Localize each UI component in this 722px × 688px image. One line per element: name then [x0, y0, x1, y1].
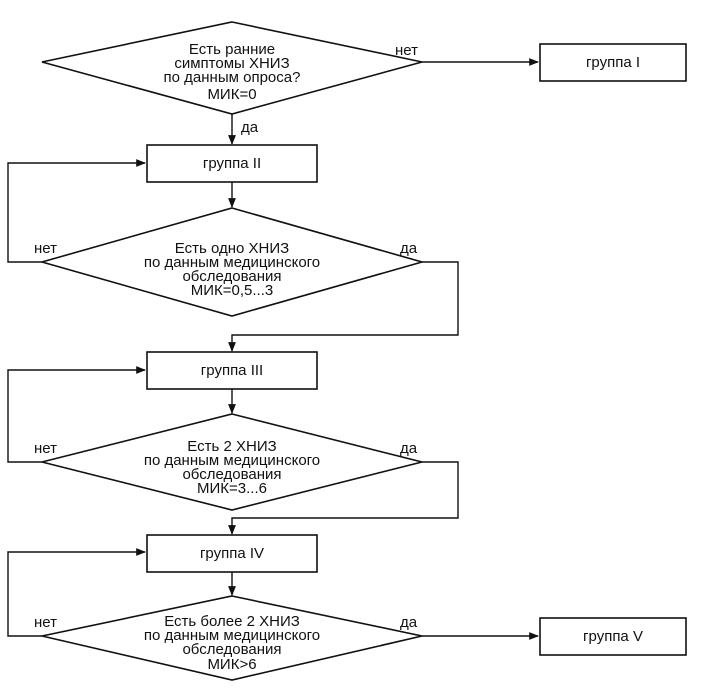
decision-2-line-2: по данным медицинского	[144, 254, 320, 271]
group-3-label: группа III	[201, 362, 263, 379]
arrow-to-group-4	[228, 461, 459, 535]
decision-4-line-2: по данным медицинского	[144, 627, 320, 644]
arrow-to-group-3	[228, 261, 459, 352]
group-5-box	[539, 617, 687, 656]
decision-more-than-two-ncd	[41, 595, 423, 681]
decision-4-yes-label: да	[400, 614, 418, 631]
decision-4-line-4: МИК>6	[207, 656, 256, 673]
decision-2-line-4: МИК=0,5...3	[191, 282, 273, 299]
decision-1-line-1: Есть ранние	[189, 41, 275, 58]
decision-1-line-4: МИК=0	[207, 86, 256, 103]
loop-back-to-group-3	[7, 366, 146, 463]
decision-3-line-2: по данным медицинского	[144, 452, 320, 469]
decision-4-line-3: обследования	[182, 641, 281, 658]
group-1-label: группа I	[586, 54, 640, 71]
group-3-box	[146, 351, 318, 390]
decision-3-line-3: обследования	[182, 466, 281, 483]
decision-4-line-1: Есть более 2 ХНИЗ	[164, 613, 300, 630]
group-4-label: группа IV	[200, 545, 264, 562]
decision-2-yes-label: да	[400, 240, 418, 257]
decision-3-line-1: Есть 2 ХНИЗ	[187, 438, 276, 455]
decision-1-line-2: симптомы ХНИЗ	[174, 55, 289, 72]
decision-4-no-label: нет	[34, 614, 57, 631]
group-5-label: группа V	[583, 628, 643, 645]
decision-1-yes-label: да	[241, 119, 259, 136]
loop-back-to-group-2	[7, 159, 146, 263]
decision-two-ncd	[41, 413, 423, 511]
decision-3-yes-label: да	[400, 440, 418, 457]
decision-2-no-label: нет	[34, 240, 57, 257]
decision-one-ncd	[39, 207, 425, 317]
decision-3-line-4: МИК=3...6	[197, 480, 267, 497]
decision-3-no-label: нет	[34, 440, 57, 457]
group-2-label: группа II	[203, 155, 261, 172]
group-2-box	[146, 144, 318, 183]
decision-2-line-1: Есть одно ХНИЗ	[175, 240, 289, 257]
decision-1-line-3: по данным опроса?	[164, 69, 301, 86]
loop-back-to-group-4	[7, 548, 146, 637]
decision-2-line-3: обследования	[182, 268, 281, 285]
group-1-box	[539, 43, 687, 82]
decision-1-no-label: нет	[395, 42, 418, 59]
